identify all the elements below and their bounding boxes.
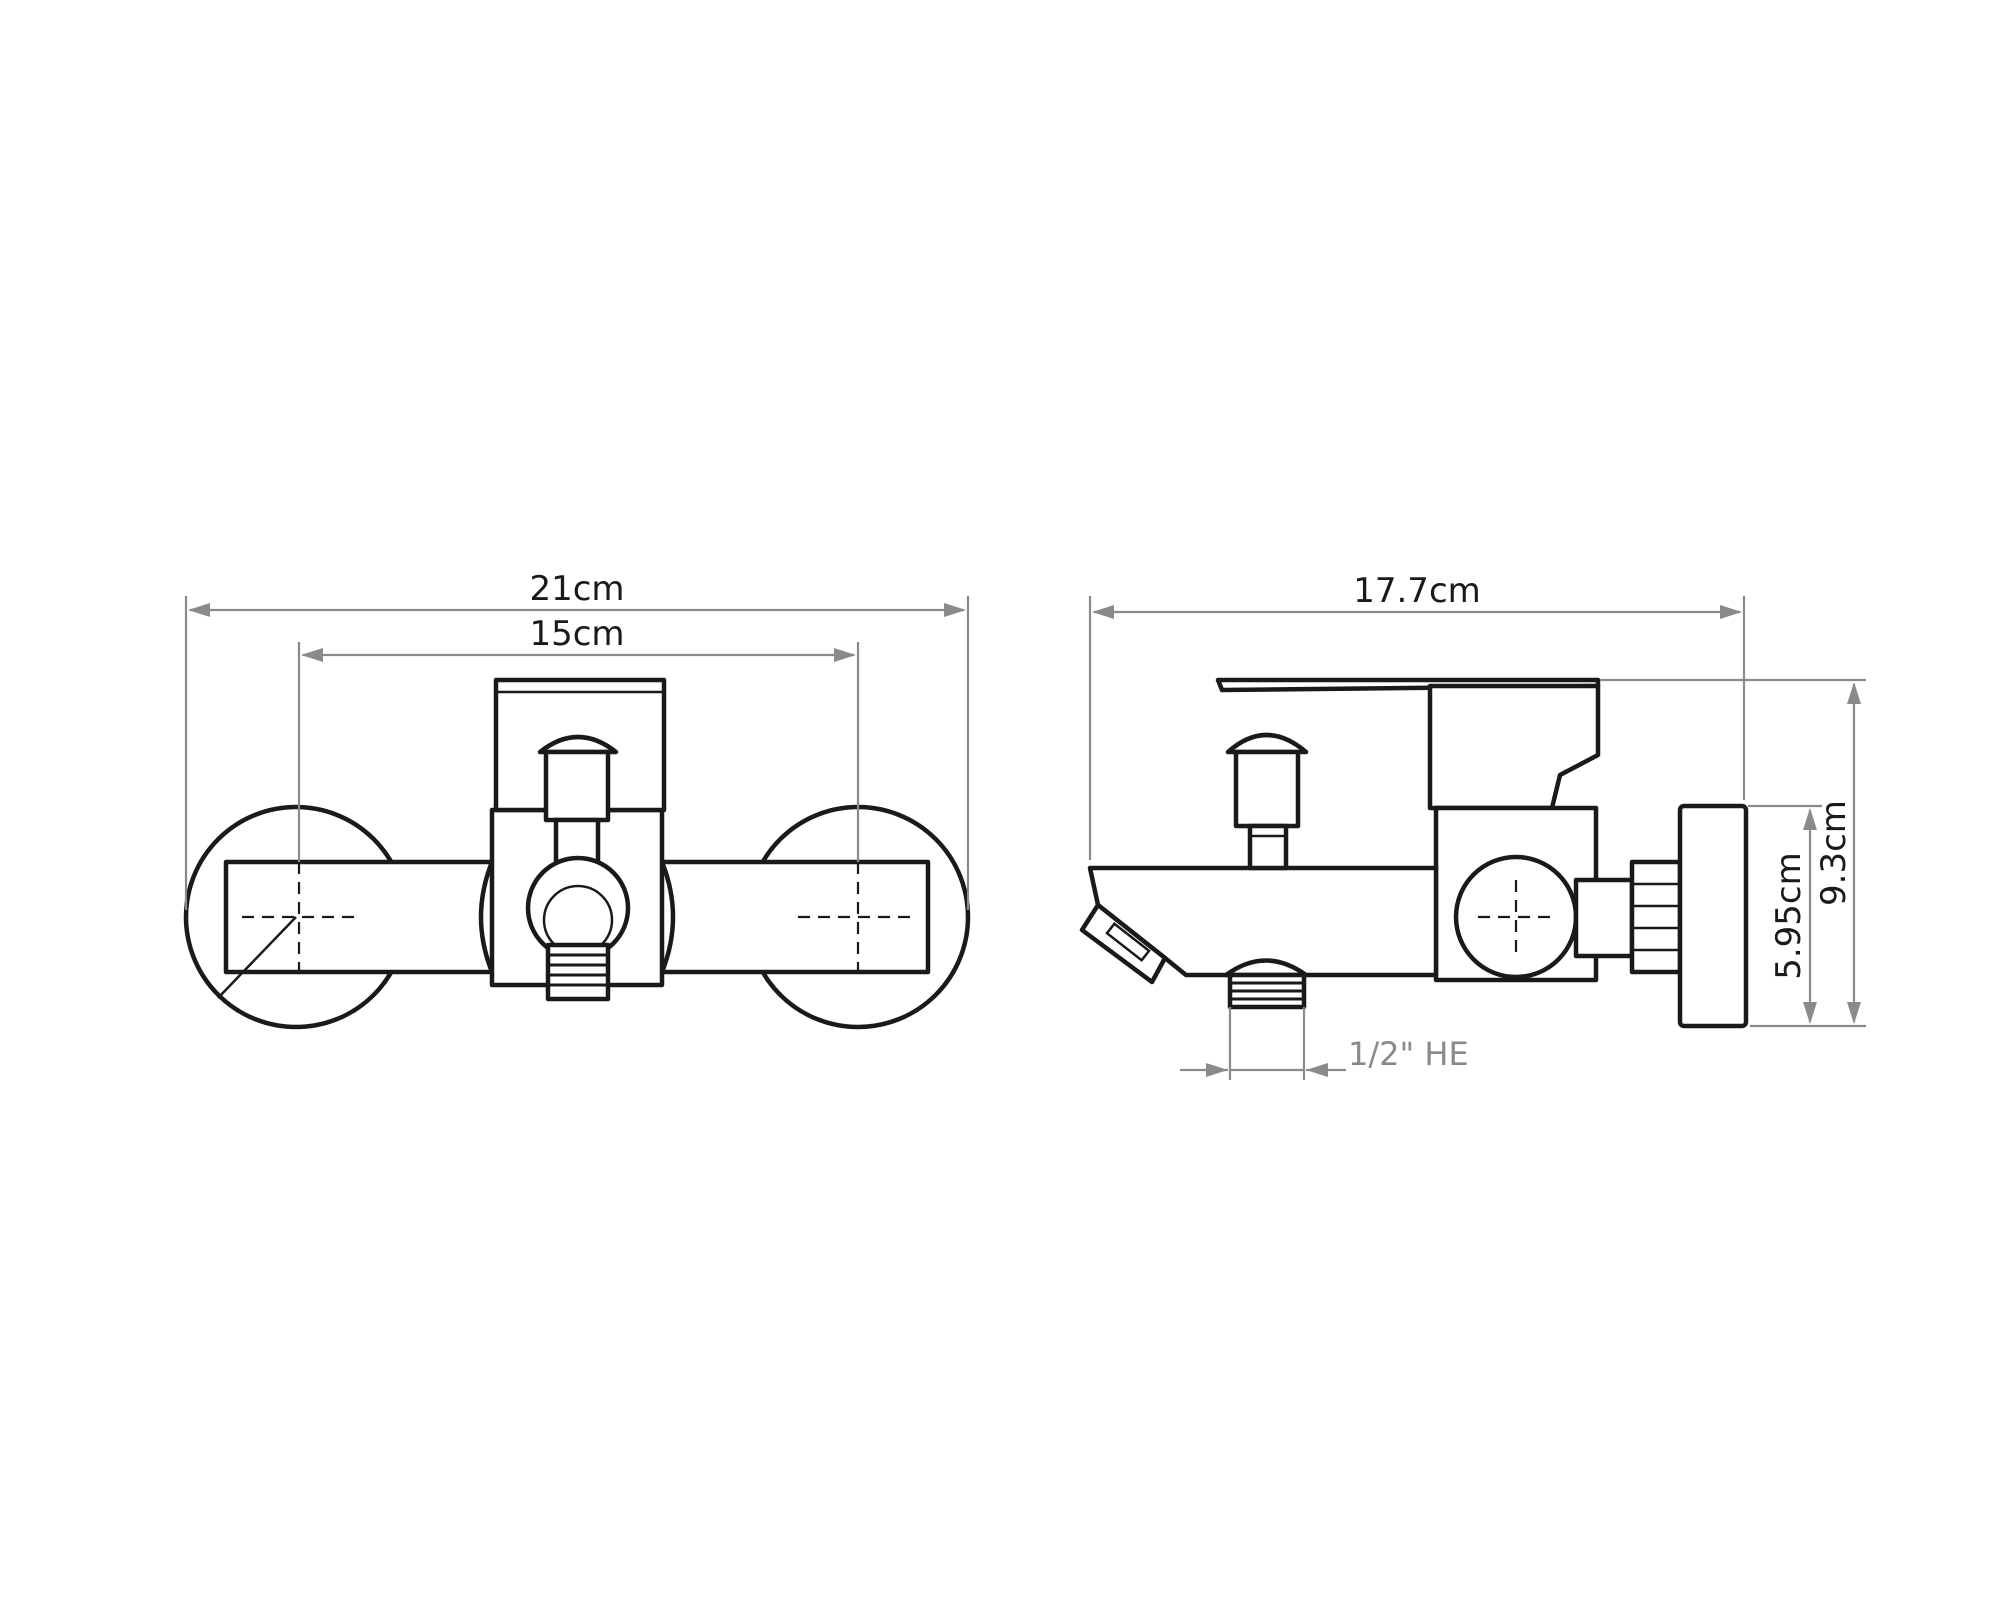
dimension-5-95cm [1748,804,1822,1024]
hose-outlet-thread-lines [548,953,608,987]
front-view: 21cm 15cm [183,569,971,1030]
side-view: 17.7cm 9.3cm 5.95cm 1/2" HE [1079,571,1866,1080]
dimension-label-overall-length: 17.7cm [1353,571,1481,611]
diverter-knob [537,734,619,755]
dimension-21cm [184,596,970,910]
side-eccentric-round [1453,854,1579,980]
right-center-mark [798,862,912,972]
left-center-mark [217,862,356,999]
side-wall-flange [1677,803,1749,1029]
side-diverter-stem [1233,749,1301,829]
lever-body [1427,683,1601,811]
dimension-label-outlet-thread: 1/2" HE [1348,1035,1469,1073]
side-outlet-thread-lines [1230,981,1304,1001]
dimension-9-3cm [1600,678,1866,1028]
spout-aerator-slot [1105,921,1151,963]
side-diverter-neck [1247,823,1289,871]
diverter-stem [543,749,611,823]
dimension-15cm [297,642,860,862]
side-eccentric-arm [1573,877,1635,959]
dimension-label-overall-width: 21cm [529,569,624,609]
hose-outlet-thread [545,942,611,1002]
spout-aerator [1079,902,1168,985]
side-diverter-knob [1225,732,1309,755]
hex-nut [1629,859,1683,975]
dimension-label-total-height: 9.3cm [1814,800,1854,906]
dimension-thread [1180,1007,1346,1080]
dimension-17-7cm [1088,596,1746,860]
dimension-label-inlet-spacing: 15cm [529,614,624,654]
dimension-label-body-height: 5.95cm [1769,852,1809,980]
side-eccentric-center-mark [1478,880,1556,954]
